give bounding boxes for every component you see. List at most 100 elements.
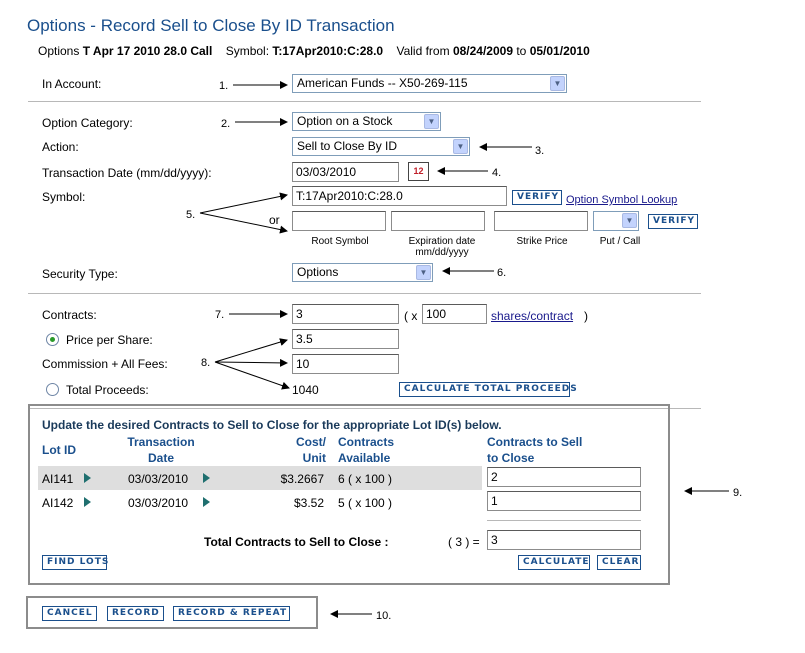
expiration-caption: Expiration date mm/dd/yyyy: [408, 236, 476, 258]
annotation-label: 6.: [497, 267, 507, 279]
calculate-button[interactable]: CALCULATE: [518, 555, 590, 570]
divider: [28, 293, 701, 294]
annotation-label: 4.: [492, 167, 502, 179]
valid-to-date: 05/01/2010: [529, 44, 590, 58]
table-row-highlight: [38, 466, 482, 490]
annotation-label: 3.: [535, 145, 545, 157]
security-type-select[interactable]: Options ▼: [292, 263, 433, 282]
total-proceeds-radio[interactable]: [46, 383, 59, 396]
action-buttons-panel: [26, 596, 318, 629]
option-prefix: Options: [38, 44, 80, 58]
account-label: In Account:: [42, 77, 102, 91]
contracts-label: Contracts:: [42, 308, 97, 322]
root-symbol-input[interactable]: [292, 211, 386, 231]
lot-date: 03/03/2010: [128, 472, 189, 486]
symbol-input[interactable]: T:17Apr2010:C:28.0: [292, 186, 507, 206]
action-value: Sell to Close By ID: [297, 139, 398, 153]
calendar-icon[interactable]: 12: [408, 162, 429, 181]
valid-from-label: Valid from: [396, 44, 450, 58]
transaction-date-label: Transaction Date (mm/dd/yyyy):: [42, 166, 212, 180]
total-proceeds-value: 1040: [292, 383, 319, 397]
put-call-caption: Put / Call: [599, 236, 641, 247]
annotation-label: 10.: [376, 610, 392, 622]
annotation-arrow: [214, 358, 288, 367]
total-contracts-input[interactable]: 3: [487, 530, 641, 550]
expiration-date-input[interactable]: [391, 211, 485, 231]
chevron-down-icon: ▼: [424, 114, 439, 129]
lots-instruction: Update the desired Contracts to Sell to …: [42, 418, 502, 432]
annotation-label: 1.: [219, 80, 229, 92]
divider: [28, 101, 701, 102]
option-category-value: Option on a Stock: [297, 114, 393, 128]
put-call-select[interactable]: ▼: [593, 211, 639, 231]
valid-to-label: to: [516, 44, 527, 58]
divider: [28, 408, 701, 409]
divider: [487, 520, 641, 521]
option-symbol: T:17Apr2010:C:28.0: [272, 44, 384, 58]
lot-available: 5 ( x 100 ): [338, 496, 393, 510]
lot-available: 6 ( x 100 ): [338, 472, 393, 486]
annotation-label: 9.: [733, 487, 743, 499]
lots-panel: [28, 404, 670, 585]
annotation-arrow: [199, 192, 288, 214]
transaction-date-input[interactable]: 03/03/2010: [292, 162, 399, 182]
chevron-down-icon: ▼: [550, 76, 565, 91]
multiplier-input[interactable]: 100: [422, 304, 487, 324]
annotation-arrow: [214, 338, 288, 363]
account-value: American Funds -- X50-269-115: [297, 76, 468, 90]
find-lots-button[interactable]: FIND LOTS: [42, 555, 108, 570]
total-proceeds-label: Total Proceeds:: [66, 383, 149, 397]
action-select[interactable]: Sell to Close By ID ▼: [292, 137, 470, 156]
commission-input[interactable]: 10: [292, 354, 399, 374]
annotation-arrow: [214, 361, 290, 390]
lot-cost: $3.2667: [280, 472, 324, 486]
expand-arrow-icon[interactable]: [84, 497, 91, 507]
root-symbol-caption: Root Symbol: [311, 236, 369, 247]
symbol-info-label: Symbol:: [225, 44, 270, 58]
or-label: or: [269, 213, 280, 227]
strike-price-input[interactable]: [494, 211, 588, 231]
contracts-available-header: Contracts Available: [338, 435, 395, 465]
verify-symbol-button[interactable]: VERIFY: [512, 190, 562, 205]
symbol-label: Symbol:: [42, 190, 86, 204]
account-select[interactable]: American Funds -- X50-269-115 ▼: [292, 74, 567, 93]
cancel-button[interactable]: CANCEL: [42, 606, 97, 621]
expand-arrow-icon[interactable]: [84, 473, 91, 483]
annotation-label: 7.: [215, 309, 225, 321]
chevron-down-icon: ▼: [416, 265, 431, 280]
cost-unit-header: Cost/ Unit: [296, 435, 326, 465]
clear-button[interactable]: CLEAR: [597, 555, 641, 570]
annotation-label: 5.: [186, 209, 196, 221]
option-name: T Apr 17 2010 28.0 Call: [82, 44, 213, 58]
record-and-repeat-button[interactable]: RECORD & REPEAT: [173, 606, 290, 621]
record-button[interactable]: RECORD: [107, 606, 164, 621]
expand-arrow-icon[interactable]: [203, 497, 210, 507]
security-type-label: Security Type:: [42, 267, 118, 281]
expand-arrow-icon[interactable]: [203, 473, 210, 483]
verify-components-button[interactable]: VERIFY: [648, 214, 698, 229]
contracts-to-sell-header: Contracts to Sell to Close: [487, 435, 583, 465]
lot-sell-input[interactable]: 1: [487, 491, 641, 511]
action-label: Action:: [42, 140, 79, 154]
option-category-label: Option Category:: [42, 116, 133, 130]
commission-label: Commission + All Fees:: [42, 357, 168, 371]
calculate-total-proceeds-button[interactable]: CALCULATE TOTAL PROCEEDS: [399, 382, 577, 397]
lot-id: AI142: [42, 496, 74, 510]
annotation-label: 2.: [221, 118, 231, 130]
price-per-share-input[interactable]: 3.5: [292, 329, 399, 349]
shares-per-contract-link[interactable]: shares/contract: [491, 309, 574, 323]
option-symbol-lookup-link[interactable]: Option Symbol Lookup: [566, 194, 678, 206]
contracts-input[interactable]: 3: [292, 304, 399, 324]
page-title: Options - Record Sell to Close By ID Tra…: [27, 16, 395, 35]
multiplier-open: ( x: [404, 309, 418, 323]
lot-cost: $3.52: [293, 496, 324, 510]
multiplier-close: ): [584, 309, 588, 323]
price-per-share-radio[interactable]: [46, 333, 59, 346]
lot-sell-input[interactable]: 2: [487, 467, 641, 487]
lot-id-header: Lot ID: [42, 443, 76, 457]
transaction-date-header: Transaction Date: [127, 435, 195, 465]
chevron-down-icon: ▼: [622, 213, 637, 228]
option-info-line: Options T Apr 17 2010 28.0 Call Symbol: …: [38, 44, 590, 58]
annotation-label: 8.: [201, 357, 211, 369]
option-category-select[interactable]: Option on a Stock ▼: [292, 112, 441, 131]
